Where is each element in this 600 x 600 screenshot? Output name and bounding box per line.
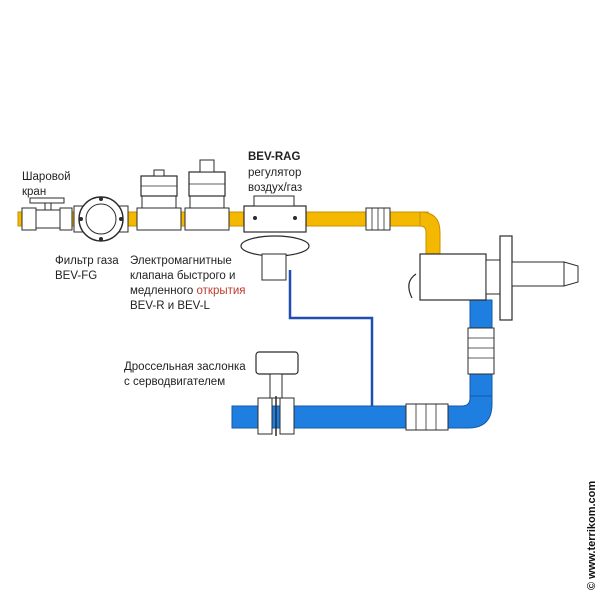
regulator-title: BEV-RAG [248,151,300,163]
ball-valve[interactable] [21,197,73,231]
solenoid-valve-l[interactable] [184,159,230,231]
throttle-label-2: с серводвигателем [124,376,225,388]
ball-valve-label-2: кран [22,186,46,198]
solenoid-label-1: Электромагнитные [130,255,232,267]
regulator-label-2: регулятор [248,167,301,179]
gas-compensator [365,207,391,231]
air-compensator-horizontal [405,403,449,431]
gas-filter-label-2: BEV-FG [55,270,97,282]
gas-filter[interactable] [73,196,129,242]
burner [408,235,579,321]
solenoid-label-2: клапана быстрого и [130,270,235,282]
solenoid-label-3: медленного открытия [130,285,246,297]
solenoid-label-3a: медленного [130,285,197,297]
air-compensator-vertical [467,327,495,375]
solenoid-valve-r[interactable] [136,169,182,231]
throttle-valve[interactable] [255,351,299,436]
ball-valve-label-1: Шаровой [22,171,71,183]
solenoid-label-4: BEV-R и BEV-L [130,300,211,312]
gas-filter-label-1: Фильтр газа [55,255,119,267]
air-gas-regulator[interactable] [240,195,310,281]
solenoid-label-3b: открытия [197,285,246,297]
regulator-label-3: воздух/газ [248,182,302,194]
throttle-label-1: Дроссельная заслонка [124,361,246,373]
impulse-line [288,270,374,406]
watermark: © www.terrikom.com [586,480,598,590]
